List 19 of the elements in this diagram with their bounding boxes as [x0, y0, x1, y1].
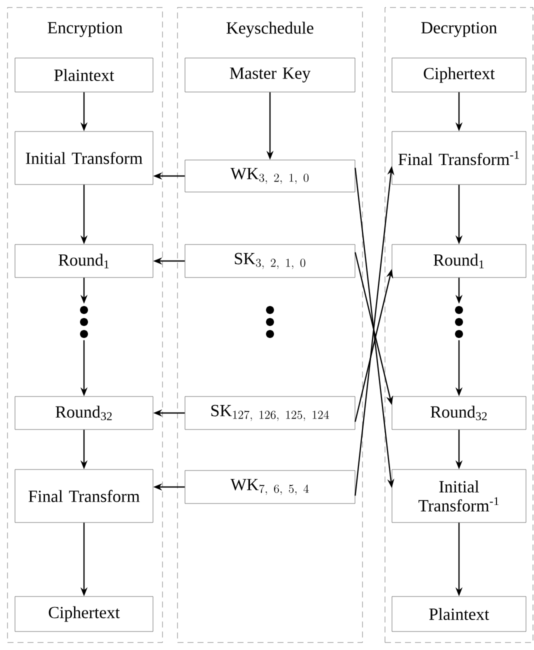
process-box: Initial Transform — [14, 131, 154, 185]
process-box: Final Transform$^{-1}$ — [392, 131, 526, 185]
process-box: $\mathrm{SK}_{3,\ 2,\ 1,\ 0}$ — [184, 244, 356, 278]
process-box: Round$_{1}$ — [392, 244, 526, 278]
process-box: Initial Transform$^{-1}$ — [392, 469, 526, 523]
process-box: Ciphertext — [392, 58, 526, 92]
ellipsis-dots — [80, 306, 88, 338]
process-box: Round$_{32}$ — [392, 396, 526, 430]
process-box: Master Key — [184, 58, 356, 92]
process-box: Plaintext — [14, 58, 154, 92]
process-box: Plaintext — [392, 596, 526, 632]
ellipsis-dots — [455, 306, 463, 338]
process-box: $\mathrm{WK}_{3,\ 2,\ 1,\ 0}$ — [184, 160, 356, 192]
process-box: Round$_{32}$ — [14, 396, 154, 430]
process-box: Ciphertext — [14, 596, 154, 632]
process-box: $\mathrm{WK}_{7,\ 6,\ 5,\ 4}$ — [184, 470, 356, 504]
process-box: Round$_{1}$ — [14, 244, 154, 278]
process-box: $\mathrm{SK}_{127,\ 126,\ 125,\ 124}$ — [184, 396, 356, 430]
process-box: Final Transform — [14, 469, 154, 523]
